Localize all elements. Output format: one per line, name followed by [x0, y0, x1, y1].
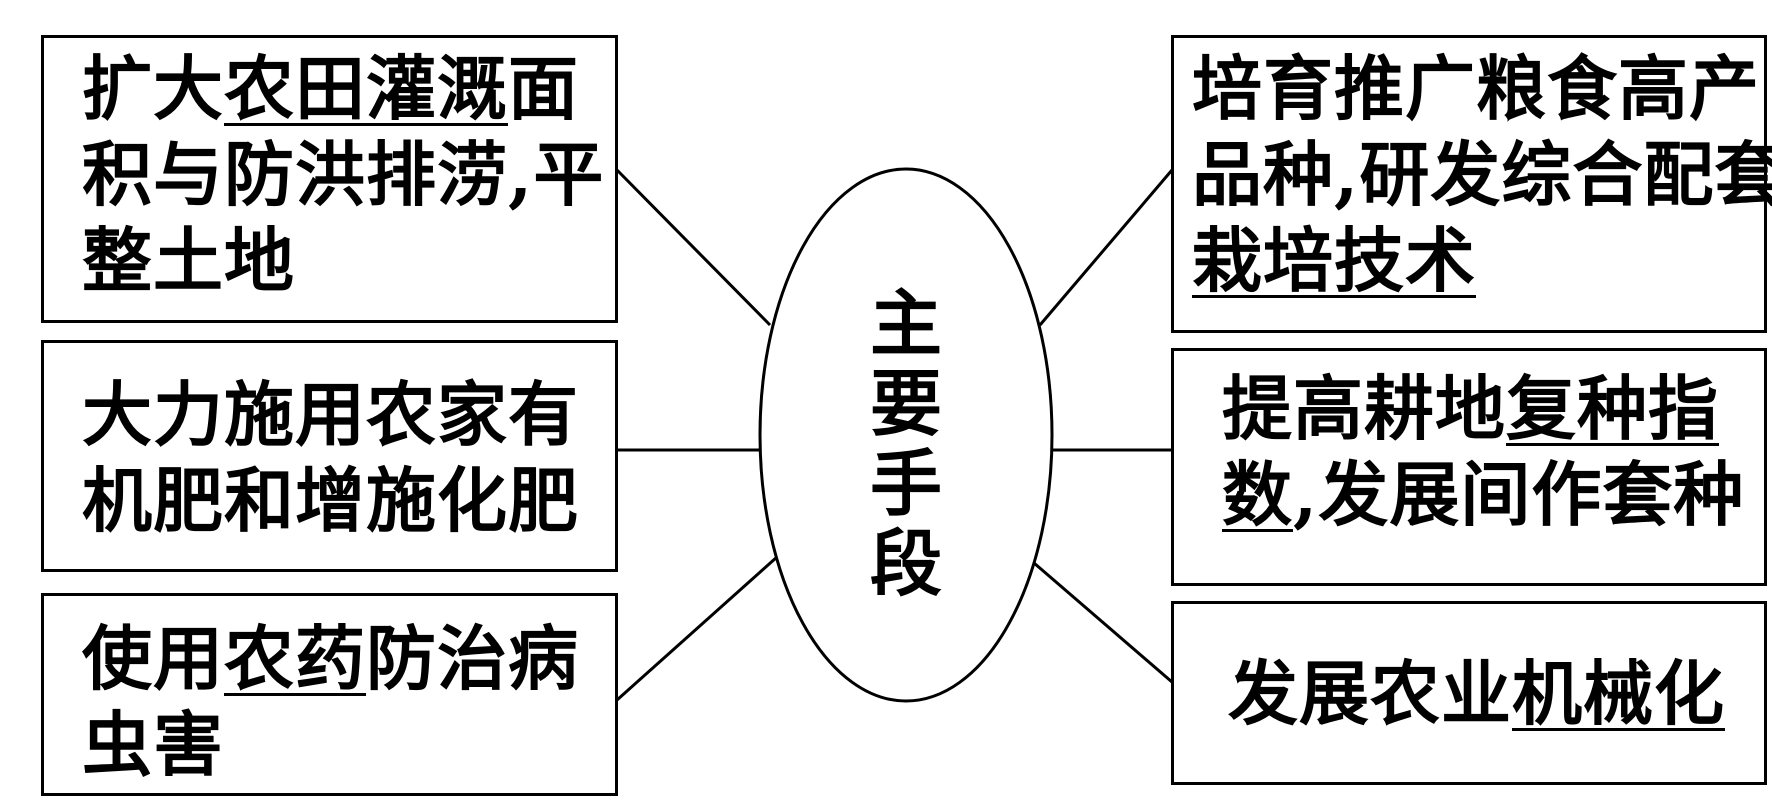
connector-left-1	[615, 168, 772, 327]
text-line: 积与防洪排涝,平	[82, 132, 604, 218]
connector-left-3	[616, 555, 778, 702]
text-segment: 大力施用农家有	[82, 373, 579, 456]
center-ellipse	[758, 167, 1054, 703]
right-box-1-text: 培育推广粮食高产品种,研发综合配套栽培技术	[1192, 46, 1772, 304]
text-segment: 虫害	[82, 703, 224, 786]
text-segment: 面	[508, 47, 579, 130]
text-line: 发展农业机械化	[1228, 651, 1725, 737]
text-line: 虫害	[82, 702, 579, 788]
text-line: 提高耕地复种指	[1222, 366, 1744, 452]
text-line: 品种,研发综合配套	[1192, 132, 1772, 218]
center-label-char-1: 主	[869, 281, 942, 366]
text-segment: 整土地	[82, 219, 295, 302]
text-line: 培育推广粮食高产	[1192, 46, 1772, 132]
underlined-segment: 农药	[224, 617, 366, 700]
connector-right-3	[1033, 561, 1173, 684]
text-segment: 提高耕地	[1222, 367, 1506, 450]
right-box-2-text: 提高耕地复种指数,发展间作套种	[1222, 366, 1744, 538]
text-line: 机肥和增施化肥	[82, 458, 579, 544]
center-label-char-2: 要	[869, 361, 942, 446]
connector-right-1	[1038, 169, 1174, 326]
text-line: 大力施用农家有	[82, 372, 579, 458]
right-box-3	[1171, 601, 1767, 785]
underlined-segment: 数	[1222, 453, 1293, 536]
right-box-1	[1171, 35, 1767, 333]
text-line: 使用农药防治病	[82, 616, 579, 702]
text-line: 数,发展间作套种	[1222, 452, 1744, 538]
left-box-3-text: 使用农药防治病虫害	[82, 616, 579, 788]
left-box-2	[41, 340, 618, 572]
text-line: 整土地	[82, 218, 604, 304]
underlined-segment: 农田灌溉	[224, 47, 508, 130]
center-label: 主 要 手 段	[861, 284, 951, 604]
left-box-1	[41, 35, 618, 323]
text-segment: 扩大	[82, 47, 224, 130]
center-label-char-4: 段	[869, 521, 942, 606]
left-box-2-text: 大力施用农家有机肥和增施化肥	[82, 372, 579, 544]
underlined-segment: 栽培技术	[1192, 219, 1476, 302]
left-box-3	[41, 593, 618, 796]
text-line: 扩大农田灌溉面	[82, 46, 604, 132]
text-segment: 防治病	[366, 617, 579, 700]
text-segment: 使用	[82, 617, 224, 700]
text-segment: ,发展间作套种	[1293, 453, 1745, 536]
text-segment: 培育推广粮食高产	[1192, 47, 1760, 130]
text-segment: 积与防洪排涝,平	[82, 133, 605, 216]
underlined-segment: 复种指	[1506, 367, 1719, 450]
text-line: 栽培技术	[1192, 218, 1772, 304]
text-segment: 品种,研发综合配套	[1192, 133, 1772, 216]
underlined-segment: 机械化	[1512, 652, 1725, 735]
right-box-3-text: 发展农业机械化	[1228, 651, 1725, 737]
text-segment: 机肥和增施化肥	[82, 459, 579, 542]
right-box-2	[1171, 348, 1767, 586]
center-label-char-3: 手	[869, 441, 942, 526]
text-segment: 发展农业	[1228, 652, 1512, 735]
left-box-1-text: 扩大农田灌溉面积与防洪排涝,平整土地	[82, 46, 604, 304]
